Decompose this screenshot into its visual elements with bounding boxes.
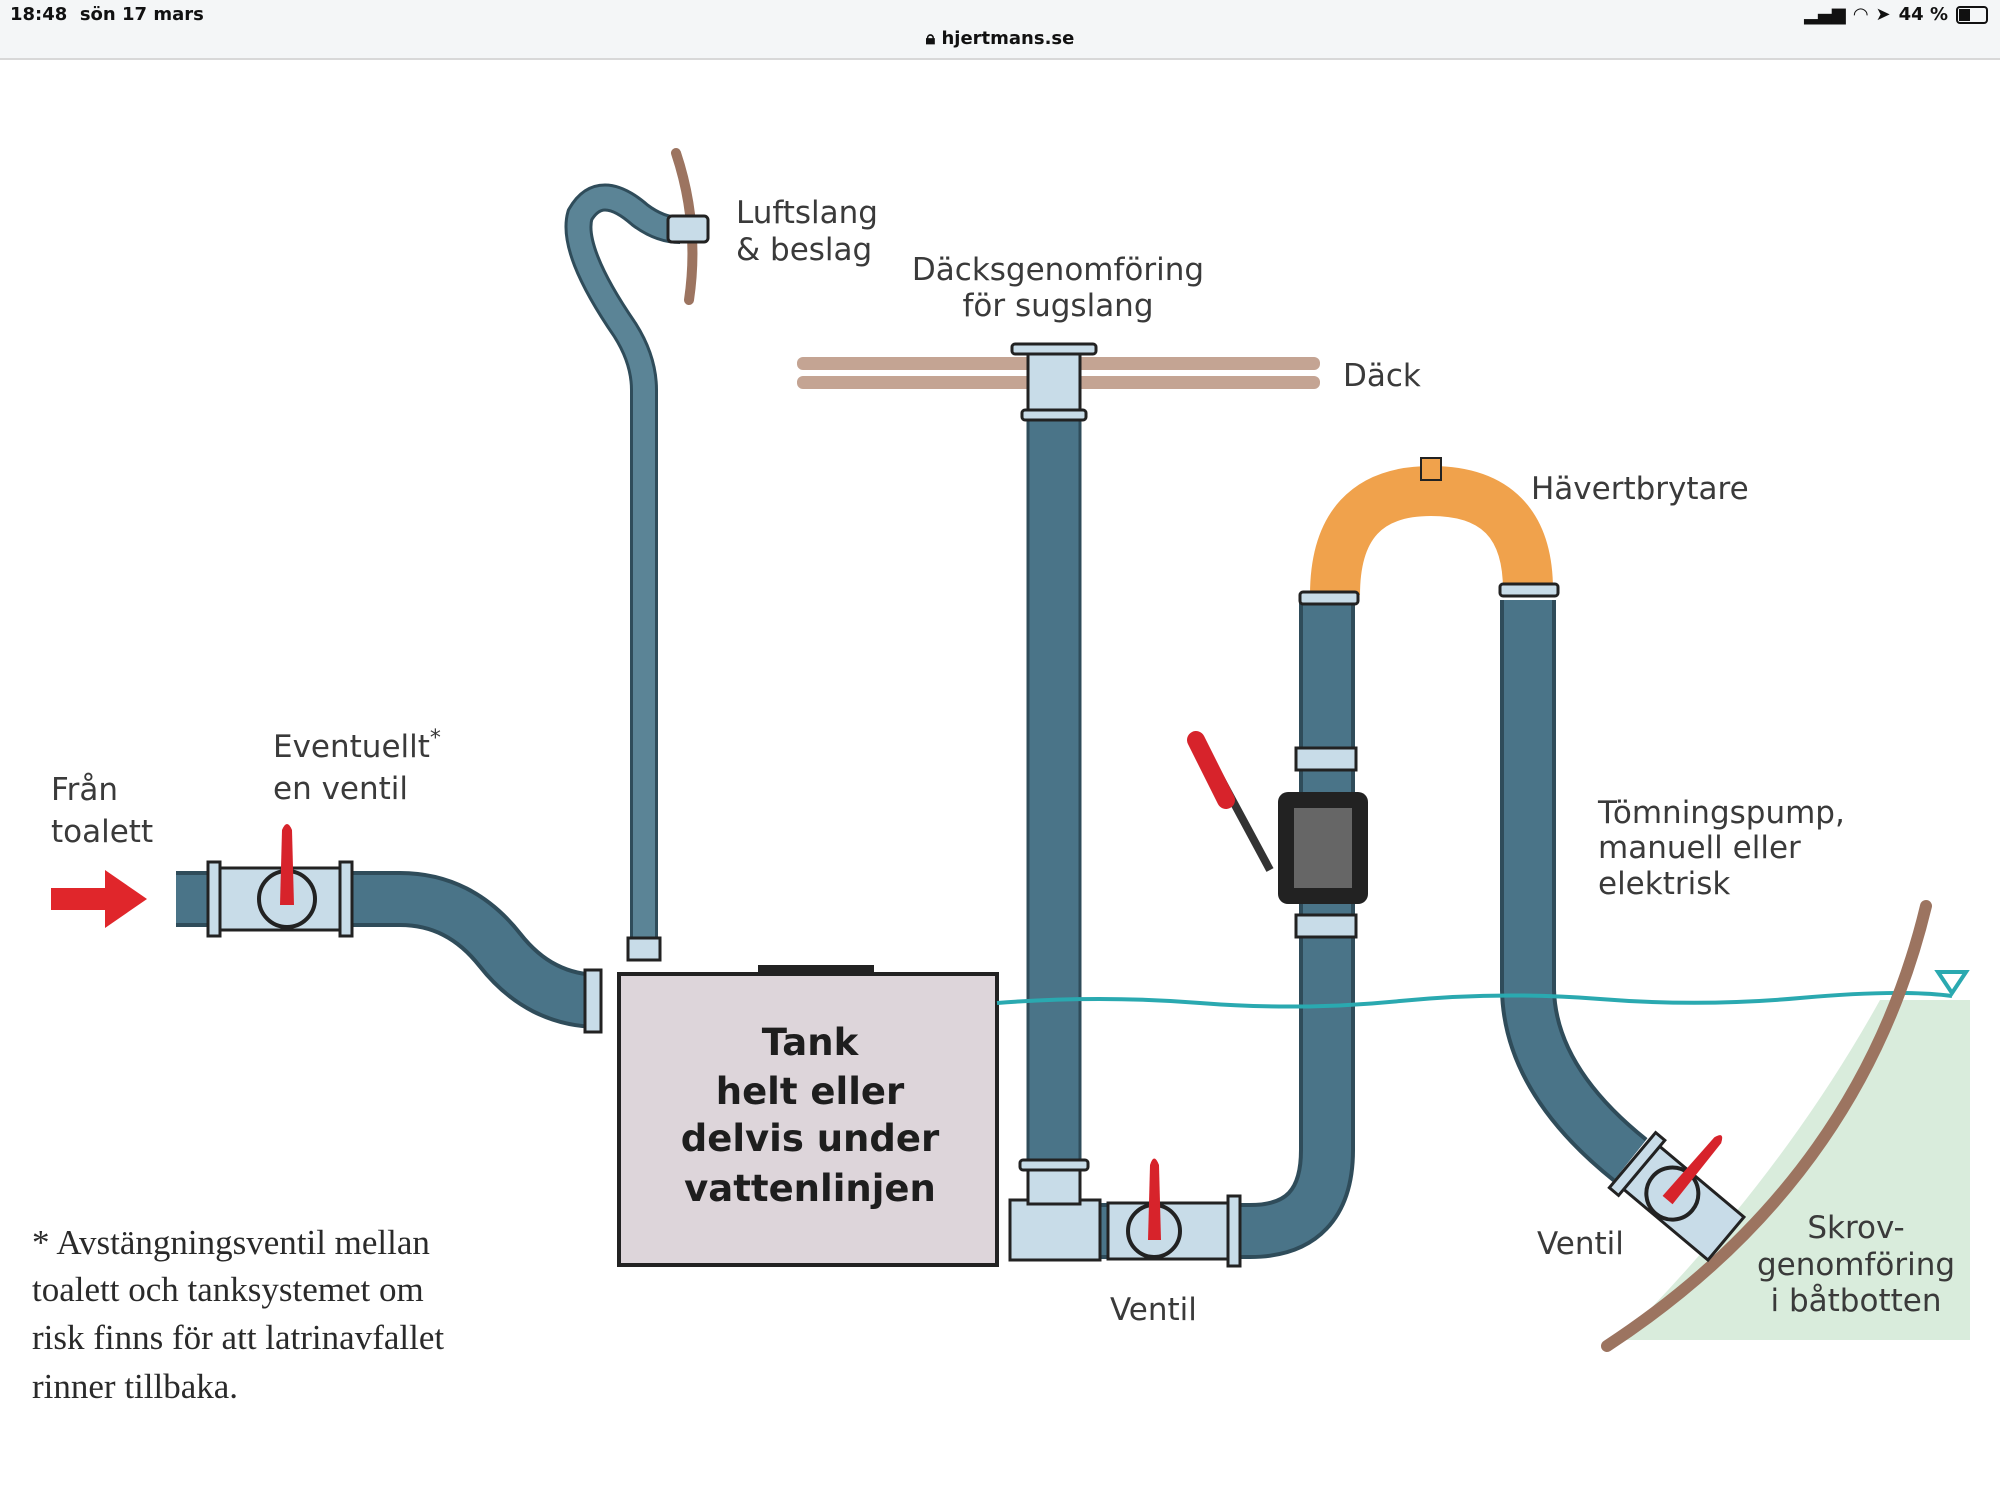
- label-optional-valve-line2: en ventil: [273, 771, 408, 807]
- outlet-pipe: [1100, 600, 1355, 1259]
- battery-icon: [1956, 5, 1988, 24]
- bottom-valve: [1106, 1158, 1242, 1268]
- t-joint: [1008, 1198, 1102, 1262]
- status-bar: 18:48 sön 17 mars ▂▄▆ ◠ ➤ 44 % 🔒︎ hjertm…: [0, 0, 2000, 60]
- valve-handle: [1662, 1135, 1723, 1205]
- inlet-valve: [206, 824, 354, 938]
- hull: [1601, 900, 1932, 1352]
- hull-valve: [1607, 1130, 1747, 1263]
- location-icon: ➤: [1875, 4, 1891, 25]
- air-hose: [564, 183, 681, 944]
- deck-fitting: [1026, 348, 1082, 412]
- air-hose-fitting: [666, 214, 710, 244]
- waterline: [996, 990, 1953, 1009]
- battery-percent: 44 %: [1898, 4, 1948, 25]
- status-time: 18:48 sön 17 mars: [10, 4, 204, 25]
- label-valve-bottom: Ventil: [1110, 1292, 1197, 1328]
- siphon-breaker: [1310, 465, 1553, 596]
- url-bar[interactable]: 🔒︎ hjertmans.se: [925, 28, 1075, 49]
- signal-icon: ▂▄▆: [1804, 4, 1846, 25]
- label-valve-right: Ventil: [1537, 1226, 1624, 1262]
- label-air-hose: Luftslang& beslag: [736, 195, 878, 268]
- tank: [617, 972, 999, 1267]
- suction-pipe: [1026, 398, 1082, 1182]
- valve-handle: [1148, 1158, 1161, 1240]
- lock-icon: 🔒︎: [925, 28, 936, 49]
- status-right: ▂▄▆ ◠ ➤ 44 %: [1804, 4, 1988, 25]
- label-deck: Däck: [1343, 358, 1421, 394]
- waterline-marker-icon: [1934, 970, 1970, 997]
- valve-handle: [280, 824, 294, 905]
- pump: [1187, 731, 1368, 939]
- label-optional-valve: Eventuellt*: [273, 726, 441, 765]
- label-siphon-breaker: Hävertbrytare: [1531, 471, 1749, 507]
- flow-arrow-icon: [51, 870, 147, 928]
- wifi-icon: ◠: [1853, 4, 1868, 25]
